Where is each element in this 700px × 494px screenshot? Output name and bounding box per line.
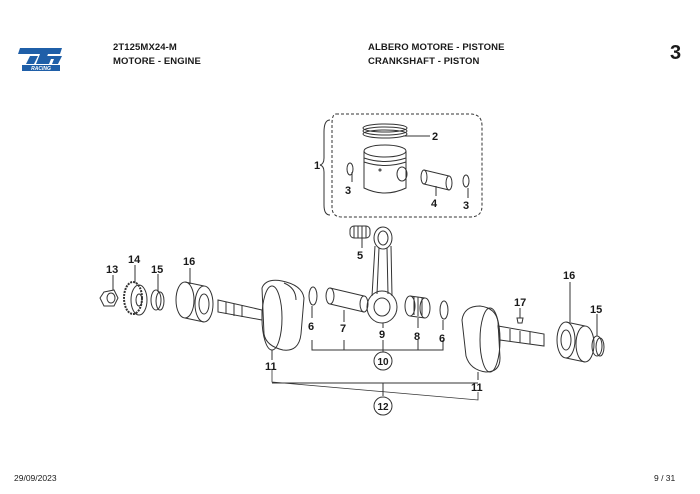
circlip-left-part <box>346 162 354 176</box>
callout-15-right: 15 <box>590 304 602 316</box>
callout-14: 14 <box>128 254 141 266</box>
callout-12: 12 <box>377 402 389 413</box>
callout-3-right: 3 <box>463 200 469 212</box>
right-crank-half-part <box>461 305 545 373</box>
section-title-en: CRANKSHAFT - PISTON <box>368 56 480 67</box>
callout-4: 4 <box>431 198 438 210</box>
callout-10-circle <box>373 351 393 371</box>
callout-17: 17 <box>514 297 526 309</box>
callout-3-left: 3 <box>345 185 351 197</box>
callout-2: 2 <box>432 131 438 143</box>
thrust-washer-left-part <box>308 286 318 306</box>
woodruff-key-part <box>516 317 524 324</box>
circlip-right-part <box>462 174 470 188</box>
callout-8: 8 <box>414 331 420 343</box>
callout-16-right: 16 <box>563 270 575 282</box>
connecting-rod-part <box>366 226 398 324</box>
piston-kit-box <box>331 113 483 218</box>
group-title: MOTORE - ENGINE <box>113 56 201 67</box>
callout-16-left: 16 <box>183 256 195 268</box>
model-code: 2T125MX24-M <box>113 42 177 53</box>
callout-10: 10 <box>377 357 389 368</box>
callout-13: 13 <box>106 264 118 276</box>
tm-logo-icon: RACING <box>18 48 62 72</box>
callout-1: 1 <box>314 160 320 172</box>
callout-11-left: 11 <box>265 361 277 373</box>
right-main-bearing-part <box>556 321 595 363</box>
callout-11-right: 11 <box>471 382 483 394</box>
footer-page: 9 / 31 <box>654 473 676 483</box>
left-crank-half-part <box>217 279 305 351</box>
nut-part <box>99 289 119 307</box>
piston-pin-part <box>420 169 453 191</box>
callout-5: 5 <box>357 250 363 262</box>
page-group-number: 3 <box>670 42 682 64</box>
callout-6-left: 6 <box>308 321 314 333</box>
gear-part <box>123 281 148 316</box>
piston-rings-part <box>362 123 408 139</box>
footer-date: 29/09/2023 <box>14 473 57 483</box>
big-end-bearing-part <box>404 295 431 319</box>
left-main-bearing-part <box>175 281 214 323</box>
crank-pin-part <box>325 287 369 313</box>
section-title-it: ALBERO MOTORE - PISTONE <box>368 42 505 53</box>
thrust-washer-right-part <box>439 300 449 320</box>
callout-7: 7 <box>340 323 346 335</box>
kit-brace <box>319 119 331 216</box>
callout-12-circle <box>373 396 393 416</box>
piston-part <box>363 144 408 194</box>
callout-9: 9 <box>379 329 385 341</box>
oil-seal-left-part <box>150 289 165 311</box>
brand-logo: RACING <box>16 44 66 74</box>
small-end-bearing-part <box>349 225 371 239</box>
brand-tagline: RACING <box>31 66 51 72</box>
callout-6-right: 6 <box>439 333 445 345</box>
callout-15-left: 15 <box>151 264 163 276</box>
